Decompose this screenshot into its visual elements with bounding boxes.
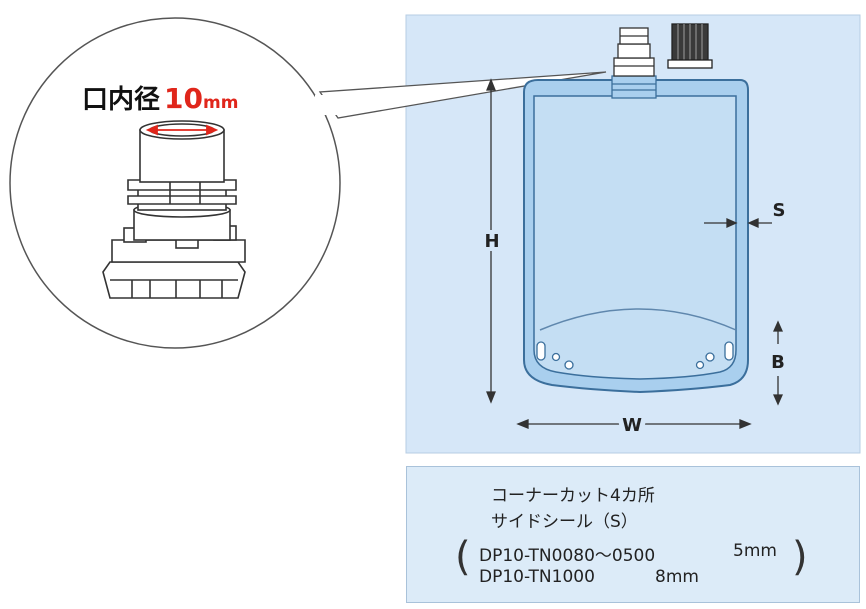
inner-diameter-value: 10 xyxy=(164,82,203,115)
spec-paren-close: ) xyxy=(792,534,808,580)
spec-row1-model: DP10-TN0080～0500 xyxy=(479,546,656,566)
spec-side-seal: サイドシール（S） xyxy=(491,512,638,532)
right-hang-hole xyxy=(705,352,715,362)
bottom-dimension-arrows xyxy=(772,320,784,406)
spec-row1-value: 5mm xyxy=(733,541,777,561)
width-label: W xyxy=(622,415,642,436)
inner-diameter-label: 口内径 xyxy=(82,85,160,115)
width-dimension-arrow xyxy=(516,419,752,429)
bottom-label: B xyxy=(771,352,785,373)
spec-row2-value: 8mm xyxy=(655,567,699,587)
spec-paren-open: ( xyxy=(455,534,471,580)
pouch-inner-outline xyxy=(533,95,737,380)
side-seal-label: S xyxy=(773,200,786,221)
spec-corner-cut: コーナーカット4カ所 xyxy=(491,486,655,506)
right-hang-slot xyxy=(724,341,734,361)
height-dimension-arrow xyxy=(486,78,496,404)
side-seal-arrows xyxy=(704,217,772,229)
left-hang-hole xyxy=(564,360,574,370)
spec-row2-model: DP10-TN1000 xyxy=(479,567,595,587)
spec-box: コーナーカット4カ所 サイドシール（S） ( DP10-TN0080～0500 … xyxy=(406,466,860,603)
pouch-bottom-gusset xyxy=(539,308,737,331)
inner-diameter-unit: mm xyxy=(203,93,238,113)
spout-cap xyxy=(667,23,713,69)
spout-illustration xyxy=(102,120,246,299)
height-label: H xyxy=(484,231,499,252)
left-hang-slot xyxy=(536,341,546,361)
pouch-spout xyxy=(611,27,657,99)
inner-diameter-arrow xyxy=(145,124,219,136)
